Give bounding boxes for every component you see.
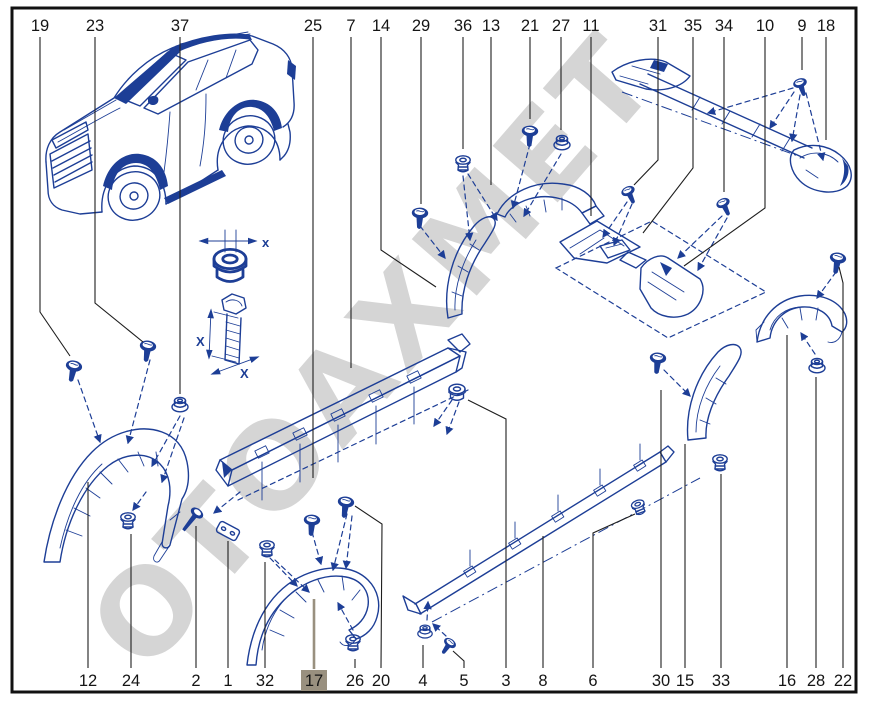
callout-number-5[interactable]: 5 xyxy=(459,672,468,690)
leader-line-31 xyxy=(633,37,659,186)
callout-number-7[interactable]: 7 xyxy=(346,17,355,35)
dimension-label-X2: X xyxy=(240,366,249,381)
callout-number-6[interactable]: 6 xyxy=(588,672,597,690)
callout-number-26[interactable]: 26 xyxy=(346,672,364,690)
part-corner-trim xyxy=(554,220,768,339)
leader-line-3 xyxy=(467,399,507,668)
screw-9 xyxy=(791,76,812,99)
leader-line-35 xyxy=(642,37,694,234)
part-upper-sill-molding xyxy=(215,333,471,501)
screw-2 xyxy=(182,507,204,532)
callout-number-24[interactable]: 24 xyxy=(122,672,140,690)
clip-24 xyxy=(120,512,136,530)
screw-19 xyxy=(62,358,84,384)
callout-number-3[interactable]: 3 xyxy=(501,672,510,690)
leader-line-10 xyxy=(683,37,766,267)
callout-number-16[interactable]: 16 xyxy=(778,672,796,690)
callout-number-31[interactable]: 31 xyxy=(649,17,667,35)
grommet-3 xyxy=(448,383,466,401)
leader-line-14 xyxy=(380,37,437,288)
part-rear-arch-band xyxy=(755,294,848,343)
callout-number-15[interactable]: 15 xyxy=(676,672,694,690)
part-rear-arch-blade xyxy=(686,343,742,441)
callout-number-21[interactable]: 21 xyxy=(521,17,539,35)
callout-number-36[interactable]: 36 xyxy=(454,17,472,35)
callout-number-13[interactable]: 13 xyxy=(482,17,500,35)
highlighted-callout-bg xyxy=(301,670,327,691)
screw-23 xyxy=(137,339,158,364)
callout-number-32[interactable]: 32 xyxy=(256,672,274,690)
nut-28 xyxy=(808,357,826,374)
callout-number-2[interactable]: 2 xyxy=(191,672,200,690)
callout-number-33[interactable]: 33 xyxy=(712,672,730,690)
callout-number-35[interactable]: 35 xyxy=(684,17,702,35)
callout-number-27[interactable]: 27 xyxy=(552,17,570,35)
leader-line-6 xyxy=(592,513,636,668)
callout-number-18[interactable]: 18 xyxy=(817,17,835,35)
callout-number-11[interactable]: 11 xyxy=(582,17,599,35)
page-border xyxy=(10,6,858,694)
part-spoiler-end-cap xyxy=(789,144,852,193)
sill-accent xyxy=(164,170,226,204)
fasteners xyxy=(62,76,848,658)
part-front-arch-molding xyxy=(43,428,190,563)
leader-line-5 xyxy=(452,650,465,668)
leader-line-23 xyxy=(94,37,144,343)
callout-number-29[interactable]: 29 xyxy=(412,17,430,35)
callout-number-4[interactable]: 4 xyxy=(418,672,427,690)
exploded-view-artwork: x X X xyxy=(43,31,852,666)
nut-37 xyxy=(171,396,189,413)
bracket-1 xyxy=(215,520,241,542)
inset-grommet-dimension: x xyxy=(198,229,270,283)
front-arch-accent xyxy=(103,153,168,190)
clip-33 xyxy=(712,454,728,472)
leader-line-20 xyxy=(354,505,383,669)
vehicle-illustration xyxy=(45,31,296,221)
callout-number-8[interactable]: 8 xyxy=(538,672,547,690)
watermark-text: ОТОАХМЕТ xyxy=(63,8,685,695)
callout-number-20[interactable]: 20 xyxy=(372,672,390,690)
dimension-label-X1: X xyxy=(196,334,205,349)
callout-number-25[interactable]: 25 xyxy=(304,17,322,35)
assembly-arrows xyxy=(77,87,837,637)
callout-number-37[interactable]: 37 xyxy=(171,17,189,35)
callout-number-22[interactable]: 22 xyxy=(834,672,852,690)
callout-number-28[interactable]: 28 xyxy=(807,672,825,690)
leader-line-22 xyxy=(838,266,844,668)
callout-number-23[interactable]: 23 xyxy=(86,17,104,35)
callout-leader-lines xyxy=(39,37,844,669)
callout-number-12[interactable]: 12 xyxy=(79,672,97,690)
callout-number-30[interactable]: 30 xyxy=(652,672,670,690)
a-pillar-accent xyxy=(114,48,180,104)
inset-bolt-dimension: X X xyxy=(196,293,260,381)
dimension-label-x: x xyxy=(262,235,270,250)
part-spoiler-strip xyxy=(611,58,813,159)
screw-31 xyxy=(619,183,641,207)
clip-26 xyxy=(345,634,361,652)
callout-number-9[interactable]: 9 xyxy=(797,17,806,35)
screw-34 xyxy=(714,195,736,219)
callout-number-1[interactable]: 1 xyxy=(223,672,232,690)
screw-22 xyxy=(826,250,848,276)
screw-5 xyxy=(436,635,459,658)
callout-number-17[interactable]: 17 xyxy=(305,672,323,690)
callout-number-34[interactable]: 34 xyxy=(715,17,733,35)
leader-line-19 xyxy=(39,37,71,357)
screw-30 xyxy=(647,351,668,376)
part-lower-sill-strip xyxy=(402,443,701,623)
callout-number-14[interactable]: 14 xyxy=(372,17,390,35)
callout-number-10[interactable]: 10 xyxy=(756,17,774,35)
callout-number-19[interactable]: 19 xyxy=(31,17,49,35)
nut-4 xyxy=(417,624,433,639)
rear-arch-accent xyxy=(219,99,282,132)
